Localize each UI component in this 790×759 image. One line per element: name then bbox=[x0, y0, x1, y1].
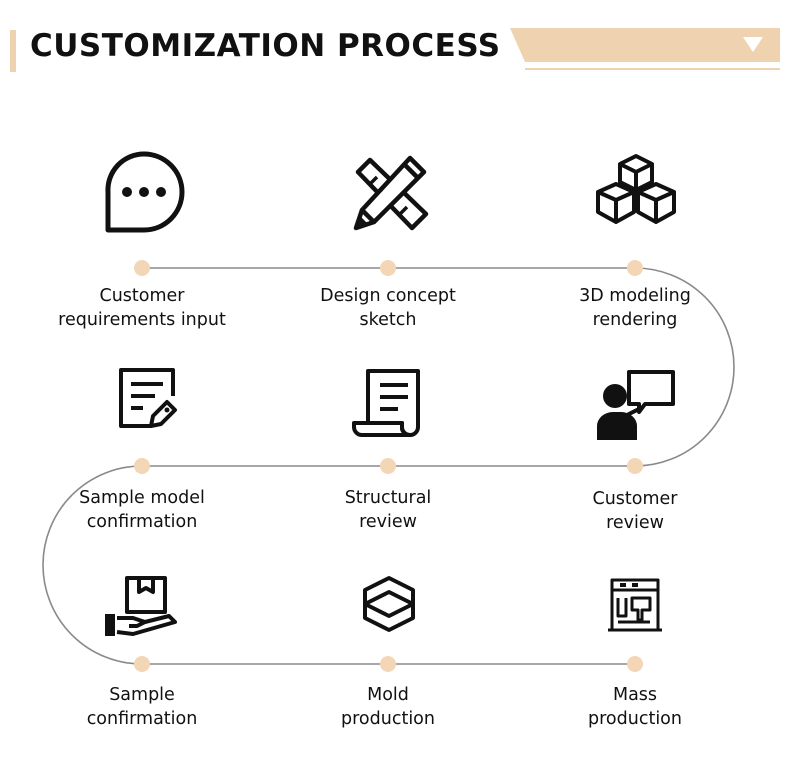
document-tag-icon bbox=[119, 368, 177, 428]
chat-bubble-icon bbox=[105, 151, 185, 233]
step-dot-4 bbox=[134, 458, 150, 474]
header-accent-bar bbox=[10, 30, 16, 72]
step-dot-2 bbox=[380, 260, 396, 276]
step-dot-6 bbox=[627, 458, 643, 474]
step-dot-5 bbox=[380, 458, 396, 474]
hand-box-icon bbox=[105, 576, 177, 636]
step-dot-8 bbox=[380, 656, 396, 672]
box-icon bbox=[363, 576, 415, 632]
presenter-screen-icon bbox=[597, 370, 675, 440]
step-dot-7 bbox=[134, 656, 150, 672]
step-dot-3 bbox=[627, 260, 643, 276]
header-decoration bbox=[510, 28, 780, 70]
chevron-down-icon bbox=[743, 37, 763, 52]
pencil-ruler-icon bbox=[353, 155, 429, 231]
machine-icon bbox=[608, 578, 662, 632]
step-dot-1 bbox=[134, 260, 150, 276]
step-dot-9 bbox=[627, 656, 643, 672]
cubes-icon bbox=[596, 154, 676, 224]
page-title: CUSTOMIZATION PROCESS bbox=[30, 28, 501, 64]
scroll-document-icon bbox=[352, 369, 420, 437]
